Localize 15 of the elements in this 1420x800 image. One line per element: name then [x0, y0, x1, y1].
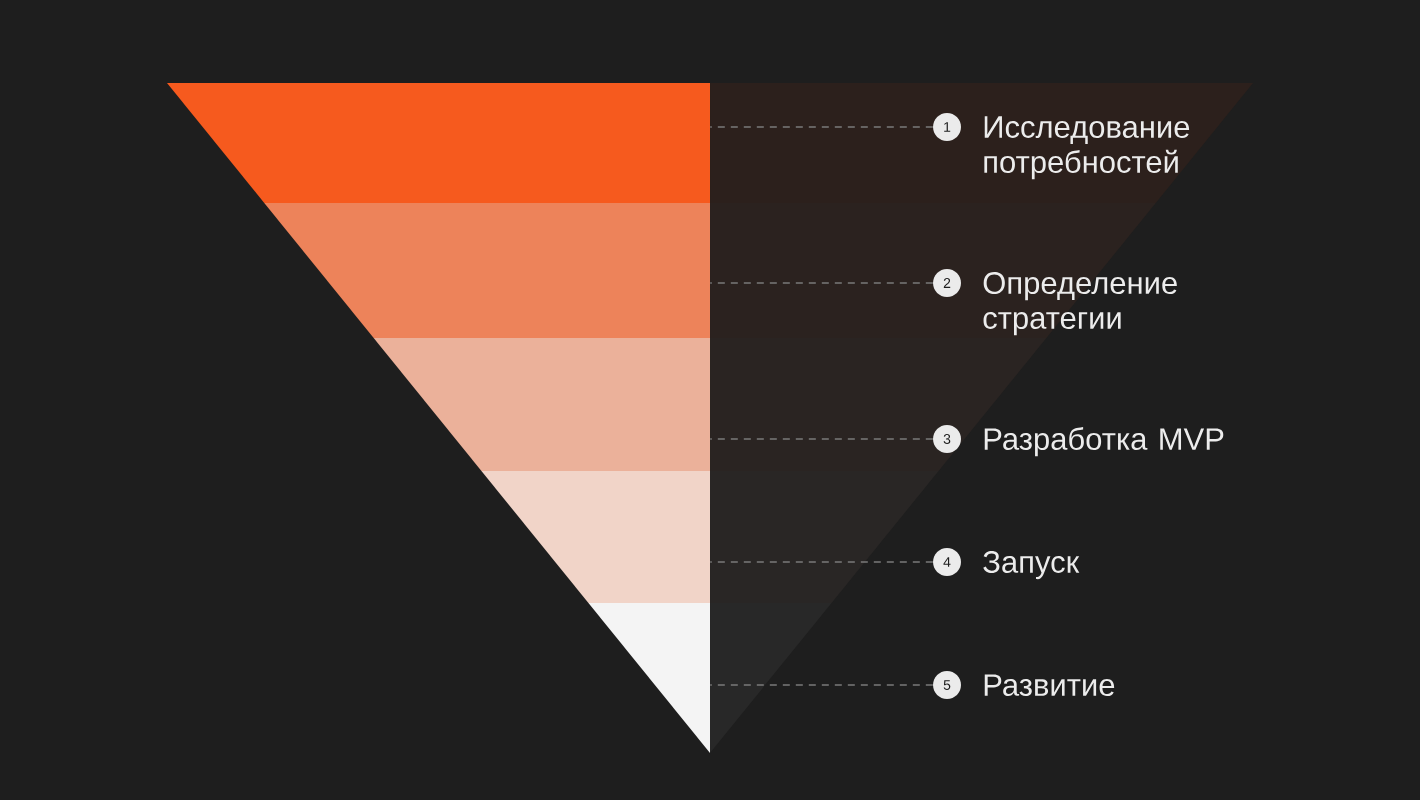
funnel-band [264, 203, 710, 338]
funnel-band [373, 338, 710, 471]
leader-line [709, 282, 934, 284]
leader-line [709, 684, 934, 686]
funnel-band [167, 83, 710, 203]
funnel-band [481, 471, 710, 603]
step-label: Разработка MVP [984, 426, 1224, 457]
leader-line [709, 561, 934, 563]
funnel-band [588, 603, 710, 753]
step-label: Исследование потребностей [984, 116, 1190, 180]
step-label: Развитие [984, 674, 1115, 696]
step-label: Запуск [983, 551, 1080, 580]
leader-line [709, 438, 934, 440]
leader-line [709, 126, 934, 128]
step-label: Определение стратегии [983, 272, 1177, 336]
